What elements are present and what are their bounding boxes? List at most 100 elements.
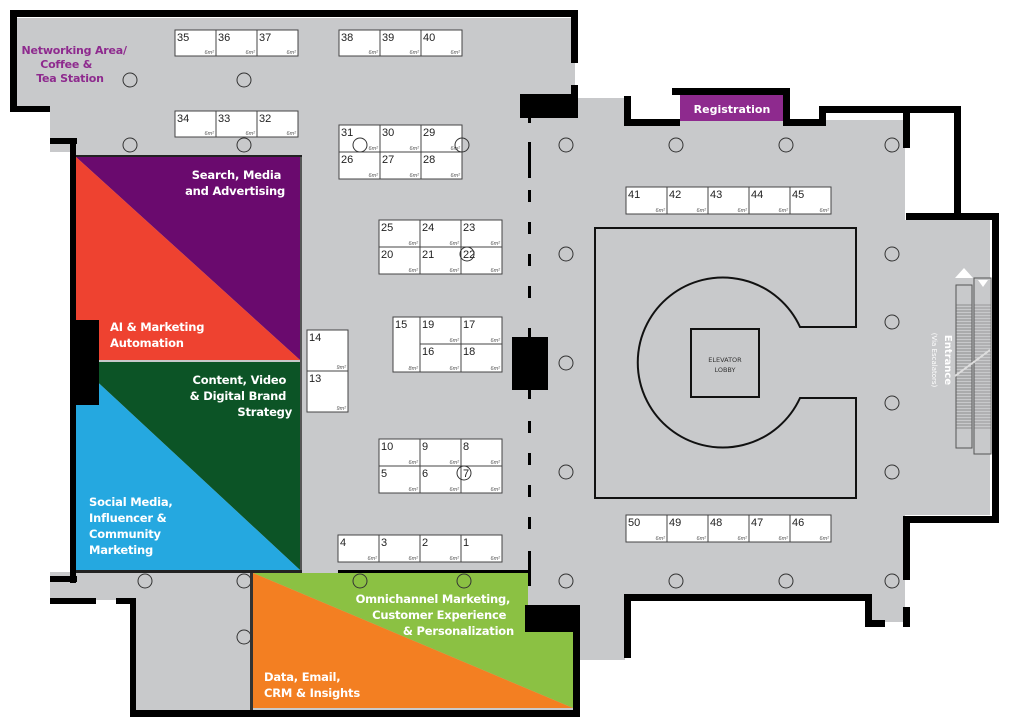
booth-box[interactable] [420, 29, 463, 57]
booth-number: 21 [422, 249, 434, 261]
elevator-lobby-box [690, 328, 760, 398]
booth-box[interactable] [789, 186, 832, 215]
booth-box[interactable] [789, 514, 832, 543]
booth-14[interactable]: 14 9m² [306, 329, 349, 372]
wall [130, 710, 580, 717]
booth-box[interactable] [379, 29, 422, 57]
booth-box[interactable] [666, 186, 709, 215]
booth-box[interactable] [338, 151, 381, 180]
pillar-icon [459, 246, 475, 262]
booth-box[interactable] [337, 534, 380, 563]
booth-box[interactable] [460, 219, 503, 248]
booth-box[interactable] [748, 186, 791, 215]
booth-box[interactable] [420, 151, 463, 180]
booth-size: 6m² [451, 146, 461, 152]
wall [50, 576, 77, 582]
booth-box[interactable] [460, 534, 503, 563]
elevator-structure: ELEVATOR LOBBY [594, 227, 857, 499]
booth-box[interactable] [625, 186, 668, 215]
booth-number: 2 [422, 537, 428, 549]
booth-box[interactable] [666, 514, 709, 543]
booth-box[interactable] [419, 343, 462, 373]
booth-box[interactable] [392, 316, 421, 373]
booth-size: 6m² [450, 460, 460, 466]
booth-box[interactable] [460, 316, 503, 345]
booth-box[interactable] [378, 246, 421, 275]
booth-box[interactable] [215, 110, 258, 138]
booth-box[interactable] [306, 329, 349, 372]
pillar-icon [558, 355, 574, 371]
booth-size: 9m² [337, 365, 347, 371]
booth-box[interactable] [338, 29, 381, 57]
booth-box[interactable] [460, 343, 503, 373]
booth-box[interactable] [460, 465, 503, 494]
booth-size: 6m² [491, 241, 501, 247]
pillar-icon [884, 314, 900, 330]
zone-social-media-label: Social Media, Influencer & Community Mar… [89, 495, 176, 557]
booth-size: 6m² [410, 50, 420, 56]
booth-box[interactable] [306, 370, 349, 413]
booth-box[interactable] [215, 29, 258, 57]
booth-size: 6m² [369, 173, 379, 179]
booth-box[interactable] [707, 186, 750, 215]
booth-box[interactable] [256, 110, 299, 138]
pillar-icon [668, 573, 684, 589]
booth-box[interactable] [419, 219, 462, 248]
booth-box[interactable] [748, 514, 791, 543]
booth-box[interactable] [707, 514, 750, 543]
booth-box[interactable] [378, 219, 421, 248]
booth-box[interactable] [460, 438, 503, 467]
booth-box[interactable] [256, 29, 299, 57]
booth-box[interactable] [625, 514, 668, 543]
booth-size: 6m² [450, 487, 460, 493]
booth-box[interactable] [379, 124, 422, 153]
booth-number: 14 [309, 332, 321, 344]
booth-box[interactable] [419, 246, 462, 275]
